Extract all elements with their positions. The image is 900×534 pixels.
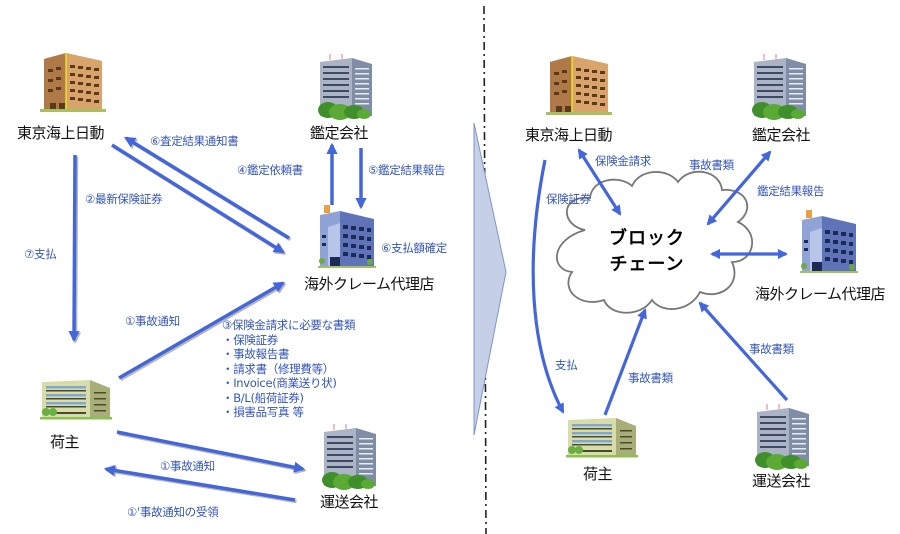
node-surveyor: 鑑定会社	[310, 124, 369, 142]
arrow-bc-shipper-docs	[603, 308, 647, 416]
label-accident-notice-agent: ①事故通知	[125, 314, 180, 328]
bc-node-carrier: 運送会社	[752, 472, 811, 490]
bc-label-survey-report: 鑑定結果報告	[757, 184, 825, 198]
label-survey-request: ④鑑定依頼書	[237, 163, 304, 177]
right-arrows	[531, 148, 789, 416]
arrow-bc-claim	[577, 148, 622, 216]
bc-label-certificate: 保険証券	[546, 192, 591, 206]
label-accident-receipt: ①'事故通知の受領	[127, 505, 219, 519]
bc-node-insurer: 東京海上日動	[525, 126, 613, 144]
agent-building-icon	[318, 205, 376, 268]
arrow-accident-notice-carrier	[116, 430, 306, 473]
blockchain-label: ブロック チェーン	[607, 226, 687, 278]
document-item: ・請求書（修理費等）	[222, 361, 334, 376]
carrier-building-icon	[321, 423, 377, 491]
bc-agent-building-icon	[800, 210, 858, 273]
document-item: ・事故報告書	[222, 347, 290, 361]
bc-insurer-building-icon	[545, 55, 613, 116]
bc-label-claim: 保険金請求	[595, 154, 651, 168]
node-insurer: 東京海上日動	[17, 124, 105, 142]
documents-title: ③保険金請求に必要な書類	[222, 318, 356, 332]
label-latest-certificate: ②最新保険証券	[85, 192, 163, 206]
bc-label-carrier-docs: 事故書類	[749, 342, 794, 356]
node-carrier: 運送会社	[320, 493, 379, 511]
bc-carrier-building-icon	[754, 403, 810, 471]
bc-label-payment: 支払	[555, 358, 578, 372]
label-assessment-notice: ⑥査定結果通知書	[150, 134, 239, 148]
required-documents-list: ③保険金請求に必要な書類 ・保険証券 ・事故報告書 ・請求書（修理費等） ・In…	[222, 318, 356, 420]
label-survey-report: ⑤鑑定結果報告	[368, 163, 446, 177]
arrow-assessment-notice	[124, 136, 290, 240]
surveyor-building-icon	[317, 53, 373, 121]
bc-label-surveyor-docs: 事故書類	[689, 158, 734, 172]
arrow-bc-carrier-docs	[698, 301, 789, 402]
node-shipper: 荷主	[50, 433, 80, 451]
bc-node-shipper: 荷主	[583, 465, 613, 483]
bc-label-shipper-docs: 事故書類	[628, 371, 673, 385]
bc-shipper-building-icon	[566, 418, 638, 458]
arrow-latest-certificate	[111, 143, 285, 254]
arrow-accident-receipt	[103, 464, 296, 502]
bc-node-agent: 海外クレーム代理店	[755, 285, 886, 303]
transition-arrow	[473, 122, 507, 436]
blockchain-label-line2: チェーン	[609, 254, 685, 275]
arrow-payment	[68, 154, 80, 343]
label-accident-notice-carrier: ①事故通知	[160, 459, 215, 473]
document-item: ・B/L(船荷証券)	[222, 390, 304, 405]
label-payment-confirm: ⑥支払額確定	[381, 241, 448, 255]
document-item: ・保険証券	[222, 332, 278, 347]
left-arrows	[68, 136, 367, 504]
node-agent: 海外クレーム代理店	[304, 275, 435, 293]
document-item: ・損害品写真 等	[222, 405, 304, 419]
shipper-building-icon	[40, 380, 112, 420]
bc-node-surveyor: 鑑定会社	[752, 126, 811, 144]
label-payment: ⑦支払	[24, 247, 57, 261]
arrow-bc-payment	[531, 159, 565, 414]
insurer-building-icon	[39, 52, 107, 113]
arrow-bc-surveyor	[706, 150, 772, 226]
bc-surveyor-building-icon	[751, 53, 807, 121]
document-item: ・Invoice(商業送り状)	[222, 376, 337, 390]
arrow-accident-notice-agent	[118, 281, 285, 380]
blockchain-label-line1: ブロック	[609, 228, 685, 249]
